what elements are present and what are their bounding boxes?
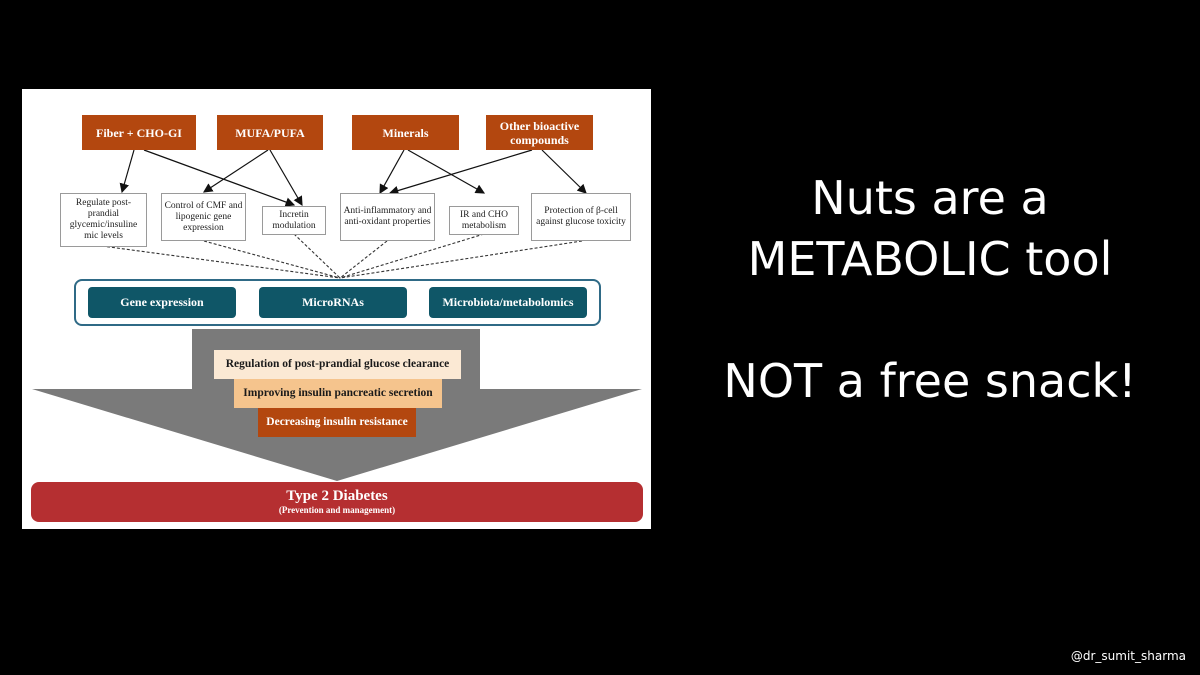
headline-line-1: Nuts are a (811, 171, 1049, 225)
outcome-glucose-clearance: Regulation of post-prandial glucose clea… (214, 350, 461, 379)
arrow-minerals-to-antiinflam (379, 149, 405, 195)
dashed-convergence (101, 233, 583, 279)
headline: Nuts are a METABOLIC tool NOT a free sna… (660, 168, 1200, 412)
type2-diabetes-banner: Type 2 Diabetes (Prevention and manageme… (31, 482, 643, 522)
outcome-insulin-resistance: Decreasing insulin resistance (258, 408, 416, 437)
arrow-fiber-to-regulate (119, 149, 135, 194)
nutrient-minerals: Minerals (352, 115, 459, 150)
effect-control-cmf: Control of CMF and lipogenic gene expres… (161, 193, 246, 241)
headline-spacer (660, 290, 1200, 351)
arrow-bioactive-to-protection (541, 149, 587, 194)
arrow-bioactive-to-antiinflam (388, 149, 533, 196)
arrow-mufa-to-incretin (269, 149, 303, 207)
effect-beta-cell: Protection of β-cell against glucose tox… (531, 193, 631, 241)
type2-diabetes-title: Type 2 Diabetes (286, 488, 388, 504)
arrow-fiber-to-incretin (143, 149, 296, 207)
headline-line-2: METABOLIC tool (747, 232, 1113, 286)
effect-anti-inflammatory: Anti-inflammatory and anti-oxidant prope… (340, 193, 435, 241)
effect-regulate-glycemic: Regulate post-prandial glycemic/insuline… (60, 193, 147, 247)
effect-incretin: Incretin modulation (262, 206, 326, 235)
mechanism-micrornas: MicroRNAs (259, 287, 407, 318)
headline-line-3: NOT a free snack! (723, 354, 1137, 408)
outcome-insulin-secretion: Improving insulin pancreatic secretion (234, 379, 442, 408)
nutrient-mufa-pufa: MUFA/PUFA (217, 115, 323, 150)
effect-ir-cho: IR and CHO metabolism (449, 206, 519, 235)
mechanism-microbiota: Microbiota/metabolomics (429, 287, 587, 318)
nutrient-bioactive: Other bioactive compounds (486, 115, 593, 150)
diagram-image: Fiber + CHO-GI MUFA/PUFA Minerals Other … (22, 89, 651, 529)
arrow-mufa-to-control (202, 149, 269, 193)
mechanism-gene-expression: Gene expression (88, 287, 236, 318)
nutrient-fiber: Fiber + CHO-GI (82, 115, 196, 150)
arrow-minerals-to-ir (407, 149, 486, 194)
author-handle: @dr_sumit_sharma (1070, 649, 1186, 663)
type2-diabetes-subtitle: (Prevention and management) (278, 505, 396, 515)
